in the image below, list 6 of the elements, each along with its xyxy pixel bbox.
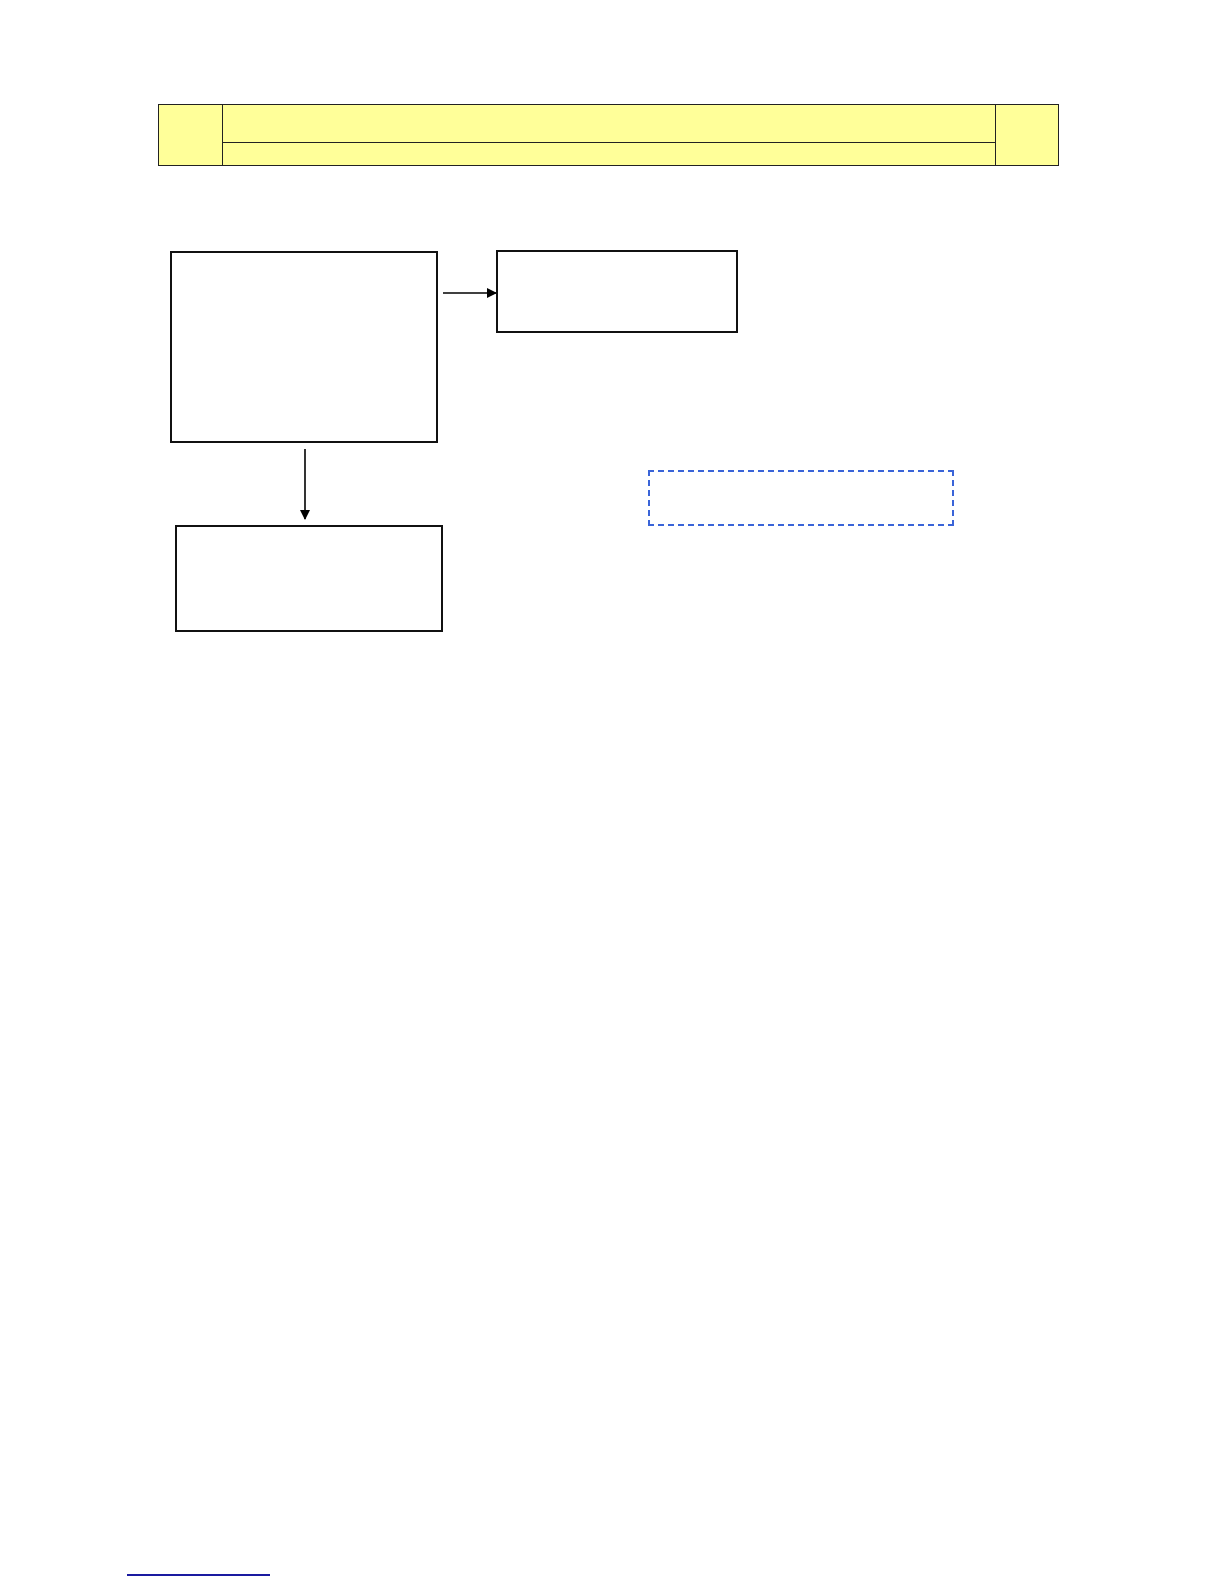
process-box [170,251,438,443]
dashed-box [648,470,954,526]
arrow [442,288,497,298]
arrow [300,448,310,520]
process-box [175,525,443,632]
process-box [496,250,738,333]
